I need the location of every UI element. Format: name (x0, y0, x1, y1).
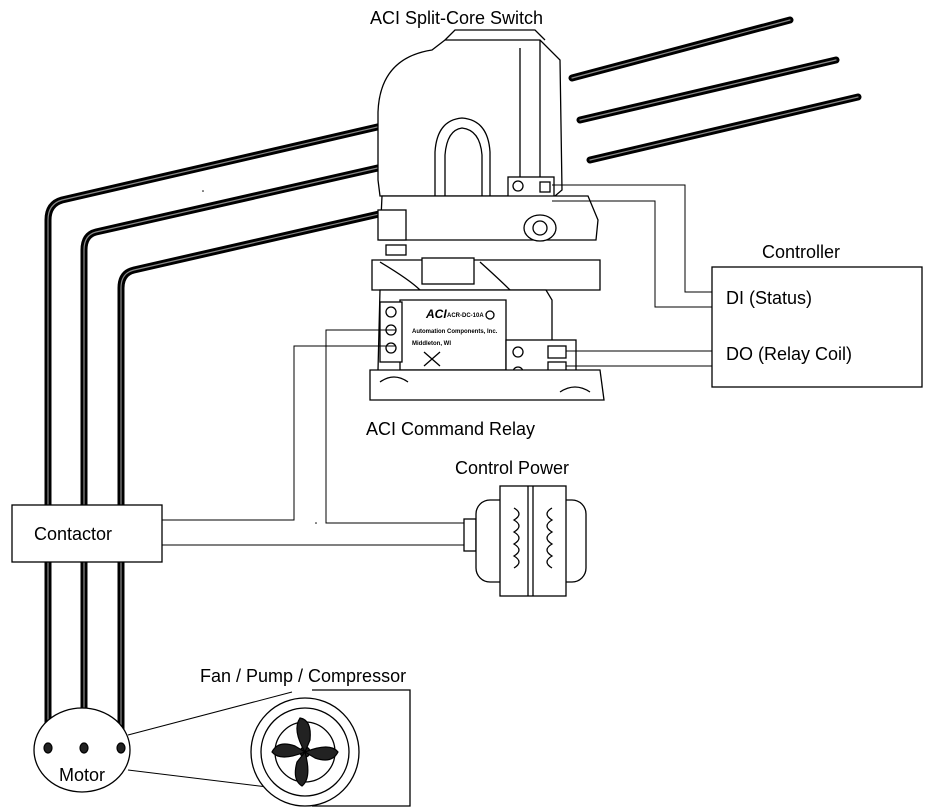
control-power-label: Control Power (455, 458, 569, 478)
speck (315, 522, 317, 524)
split-core-switch (377, 29, 599, 256)
do-relay-coil-label: DO (Relay Coil) (726, 344, 852, 364)
motor-label: Motor (59, 765, 105, 785)
relay-location: Middleton, WI (412, 341, 451, 347)
control-power-transformer (463, 485, 587, 597)
contactor-label: Contactor (34, 524, 112, 544)
controller-label: Controller (762, 242, 840, 262)
command-relay: ACI ACR-DC-10A Automation Components, In… (369, 257, 605, 401)
relay-company: Automation Components, Inc. (412, 329, 498, 335)
command-relay-label: ACI Command Relay (366, 419, 535, 439)
fan-pump-compressor (127, 689, 411, 807)
relay-model: ACR-DC-10A (447, 313, 484, 319)
speck (202, 190, 204, 192)
fan-pump-compressor-label: Fan / Pump / Compressor (200, 666, 406, 686)
di-status-label: DI (Status) (726, 288, 812, 308)
motor-wire-ends (43, 742, 126, 754)
signal-wires (162, 184, 712, 546)
contactor-box (11, 504, 163, 563)
relay-brand: ACI (425, 307, 447, 321)
controller-box (711, 266, 923, 388)
power-wires (44, 16, 862, 752)
power-wire-l2-left (80, 163, 386, 509)
power-wire-l1-left (44, 121, 390, 509)
split-core-switch-label: ACI Split-Core Switch (370, 8, 543, 28)
